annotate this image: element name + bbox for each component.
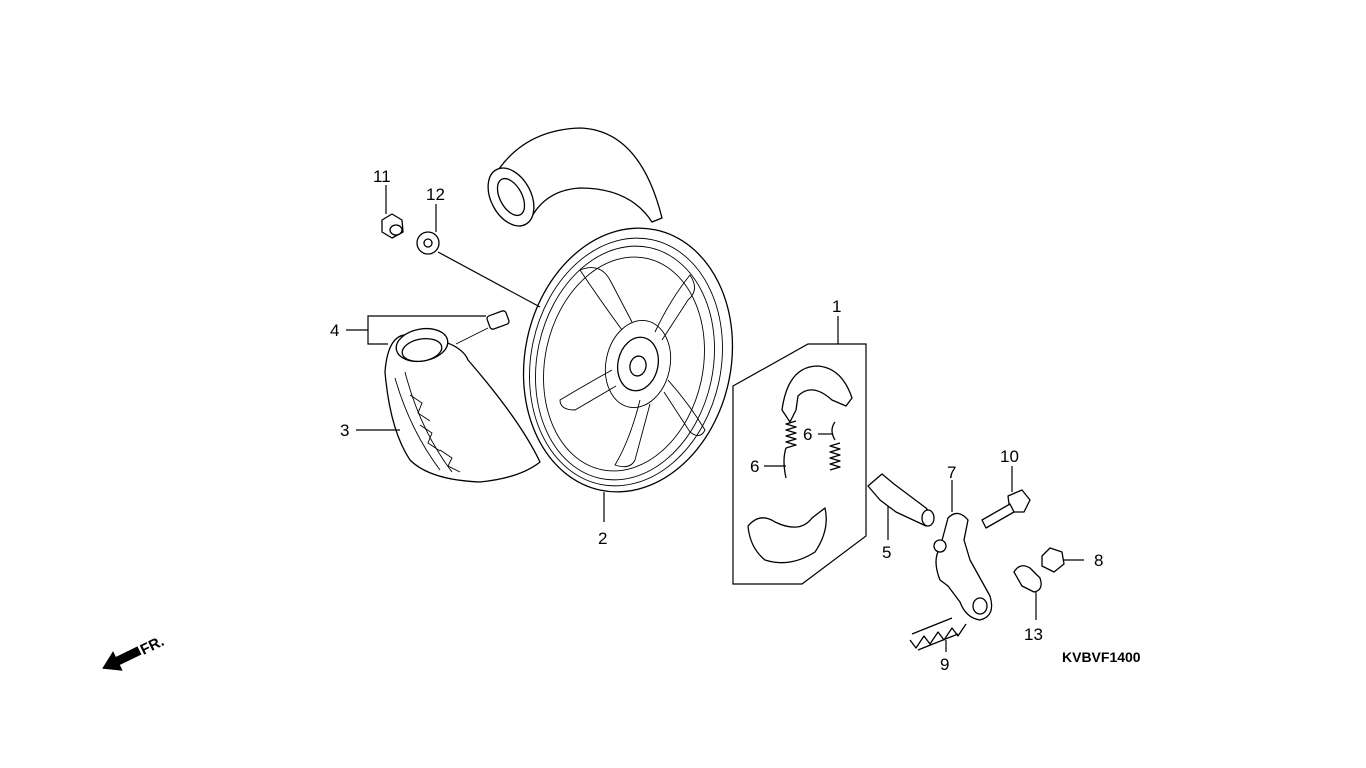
- brake-nut: [1041, 547, 1084, 573]
- callout-13: 13: [1024, 625, 1043, 644]
- brake-spring: [909, 617, 967, 651]
- callout-2: 2: [598, 529, 607, 548]
- callout-5: 5: [882, 543, 891, 562]
- washer: [416, 231, 440, 255]
- brake-arm: [933, 512, 993, 621]
- callout-9: 9: [940, 655, 949, 674]
- callout-11: 11: [373, 167, 391, 186]
- front-direction-arrow-icon: FR.: [102, 633, 167, 671]
- inner-tube: [487, 127, 663, 227]
- wheel: [522, 227, 734, 493]
- callout-12: 12: [426, 185, 445, 204]
- callout-1: 1: [832, 297, 841, 316]
- valve-stem: [455, 310, 510, 345]
- callout-6a: 6: [750, 457, 759, 476]
- callout-7: 7: [947, 463, 956, 482]
- callout-3: 3: [340, 421, 349, 440]
- axle-nut: [381, 213, 404, 239]
- callout-4: 4: [330, 321, 339, 340]
- bolt: [981, 489, 1031, 529]
- callout-8: 8: [1094, 551, 1103, 570]
- callout-10: 10: [1000, 447, 1019, 466]
- brake-shoe-set: [732, 343, 867, 585]
- tire: [384, 327, 541, 483]
- callout-6b: 6: [803, 425, 812, 444]
- brake-cam: [867, 473, 935, 527]
- diagram-code: KVBVF1400: [1062, 649, 1141, 665]
- joint-pin: [1013, 565, 1042, 620]
- front-direction-label: FR.: [138, 633, 167, 659]
